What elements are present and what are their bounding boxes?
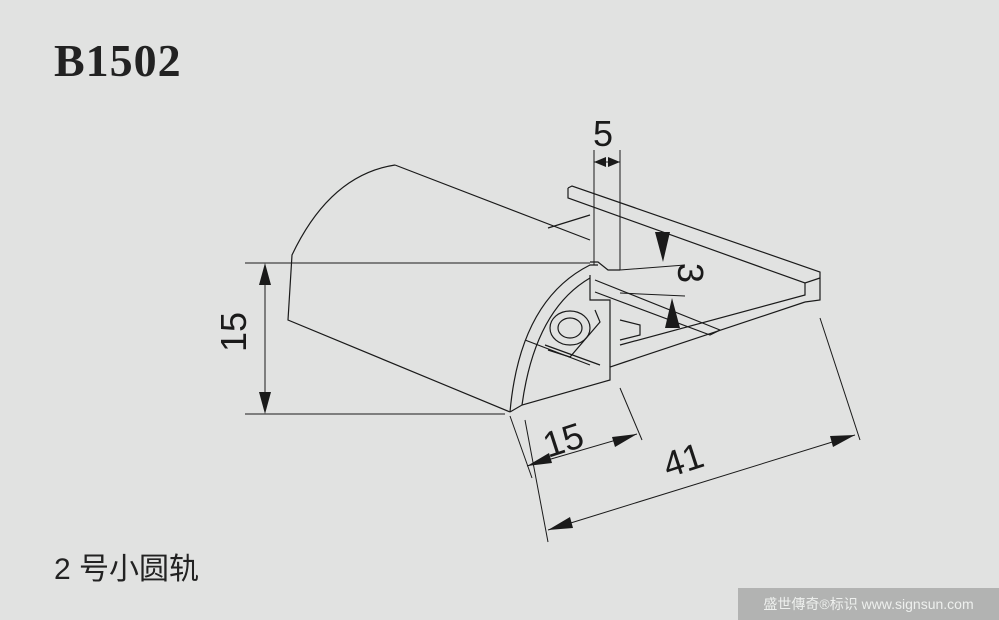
product-caption: 2 号小圆轨: [54, 553, 200, 586]
dim-height-15: 15: [213, 312, 254, 352]
product-code-title: B1502: [54, 35, 182, 86]
dim-slot-height-3: 3: [670, 263, 711, 283]
dim-slot-width-5: 5: [593, 113, 613, 154]
dim-total-width-41: 41: [658, 434, 709, 485]
dimension-arrows: [259, 157, 855, 530]
rail-profile-outline: [287, 164, 821, 413]
dimension-lines: [245, 150, 861, 543]
watermark: 盛世傳奇®标识 www.signsun.com: [738, 588, 999, 620]
